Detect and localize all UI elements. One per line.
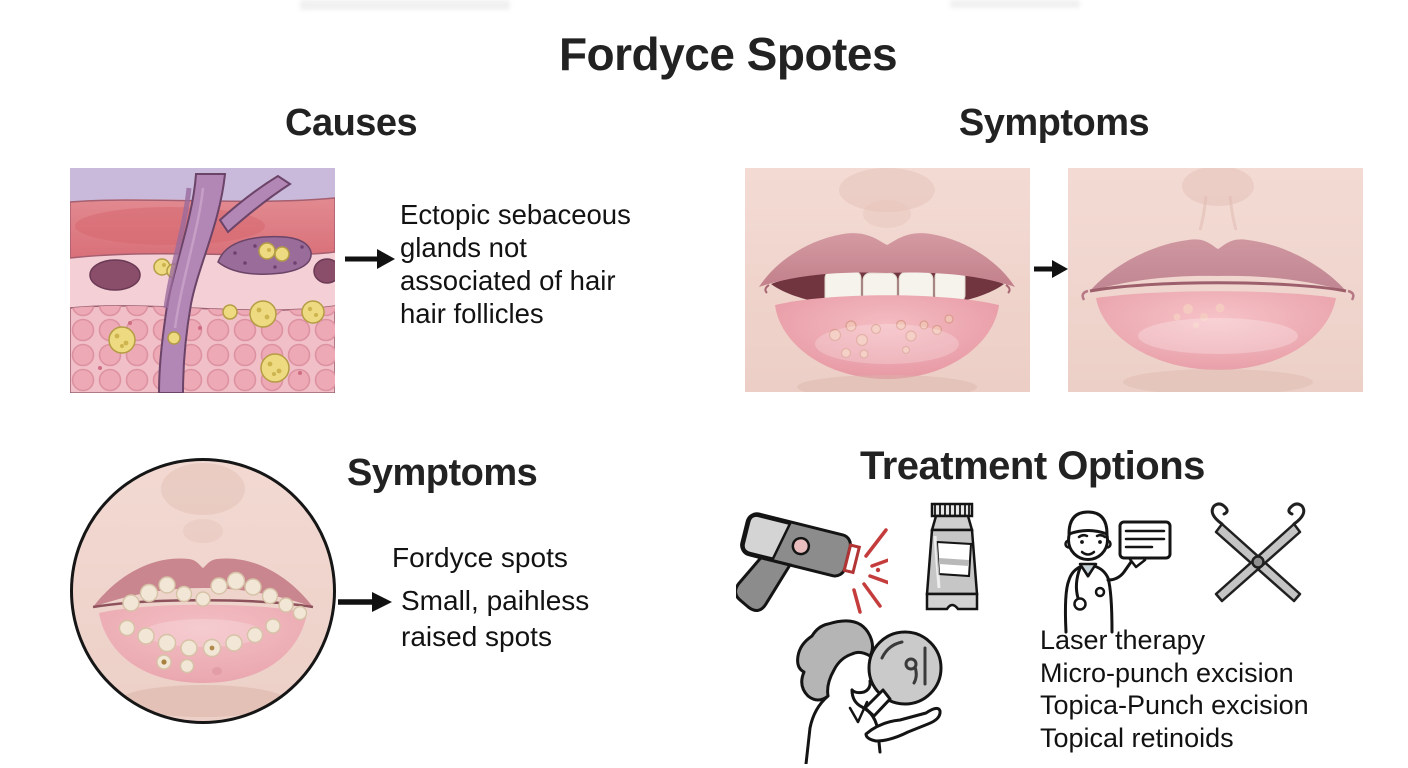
treatment-option: Topica-Punch excision <box>1040 690 1309 720</box>
lips-after-icon <box>1068 168 1363 392</box>
symptom-line: Fordyce spots <box>392 542 568 573</box>
laser-device-icon <box>736 494 888 626</box>
page-title: Fordyce Spotes <box>558 28 898 80</box>
sebaceous-gland-diagram-icon <box>70 168 335 393</box>
causes-description: Ectopic sebaceous glands not associated … <box>400 199 631 329</box>
treatment-option: Micro-punch excision <box>1040 657 1294 688</box>
symptoms-spots-heading: Symptoms <box>347 452 538 494</box>
ointment-tube-icon <box>916 500 988 612</box>
lips-clear-photo <box>1068 168 1363 392</box>
arrow-right-icon <box>343 246 395 272</box>
treatment-heading: Treatment Options <box>860 444 1205 488</box>
treatment-option: Topical retinoids <box>1040 722 1234 753</box>
doctor-consultation-icon <box>1036 496 1174 634</box>
lips-with-spots-photo <box>745 168 1030 392</box>
symptom-line: raised spots <box>401 621 552 652</box>
symptoms-lips-heading: Symptoms <box>958 102 1150 144</box>
treatment-options-list: Laser therapy Micro-punch excision Topic… <box>1040 624 1309 754</box>
lips-spots-circle-icon <box>70 458 336 724</box>
symptoms-spots-text: Fordyce spots Small, paihless raised spo… <box>392 540 589 655</box>
arrow-right-icon <box>1032 257 1068 281</box>
causes-heading: Causes <box>285 102 418 144</box>
arrow-right-icon <box>336 589 392 615</box>
surgical-scissors-icon <box>1202 502 1314 614</box>
treatment-option: Laser therapy <box>1040 625 1206 655</box>
lips-before-icon <box>745 168 1030 392</box>
fordyce-spots-circle-photo <box>67 455 339 727</box>
patient-with-mirror-icon <box>770 612 960 764</box>
symptom-line: Small, paihless <box>401 585 590 616</box>
cropped-text-artifact <box>950 0 1080 8</box>
cropped-text-artifact <box>300 0 510 10</box>
skin-histology-illustration <box>70 168 335 393</box>
